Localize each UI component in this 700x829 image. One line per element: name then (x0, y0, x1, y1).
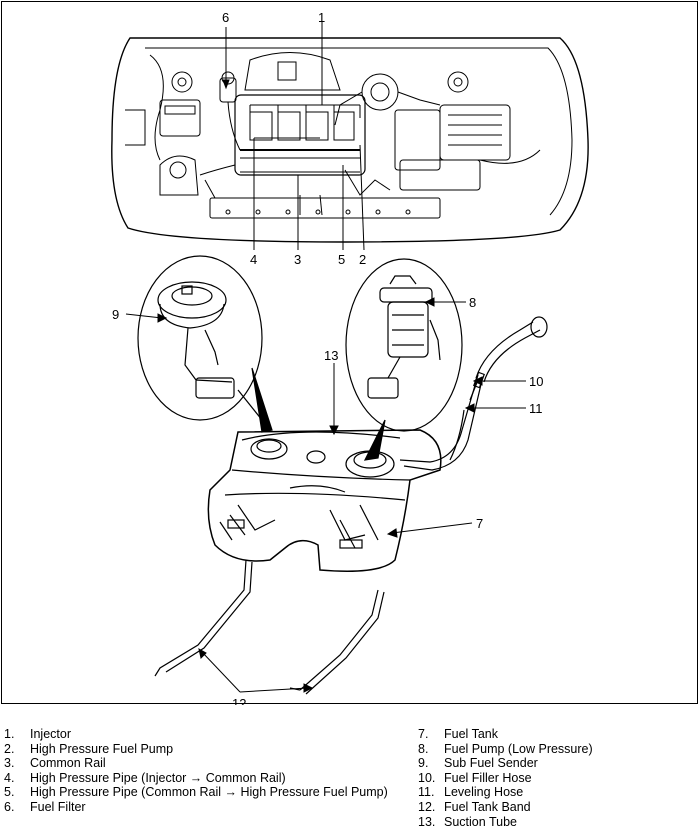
legend-number: 2. (4, 741, 15, 756)
legend-item: 3. Common Rail (4, 756, 404, 771)
legend-label: Injector (30, 727, 71, 741)
legend-item: 6. Fuel Filter (4, 800, 404, 815)
legend-number: 9. (418, 756, 429, 771)
callout-6: 6 (222, 10, 229, 25)
legend-item: 11. Leveling Hose (418, 785, 698, 800)
filler-hose-illustration (449, 316, 548, 461)
callout-12: 12 (232, 696, 246, 705)
callout-10: 10 (529, 374, 543, 389)
callout-4: 4 (250, 252, 257, 267)
callout-13: 13 (324, 348, 338, 363)
legend-item: 9. Sub Fuel Sender (418, 756, 698, 771)
legend-right: 7. Fuel Tank 8. Fuel Pump (Low Pressure) 9… (418, 727, 698, 829)
legend-label: Suction Tube (444, 814, 517, 829)
legend-left: 1. Injector 2. High Pressure Fuel Pump 3. C… (4, 727, 404, 815)
callout-8: 8 (469, 295, 476, 310)
callout-2: 2 (359, 252, 366, 267)
legend-item: 12. Fuel Tank Band (418, 800, 698, 815)
diagram-frame (1, 1, 698, 704)
callout-1: 1 (318, 10, 325, 25)
legend-item: 7. Fuel Tank (418, 727, 698, 742)
legend-number: 10. (418, 770, 436, 785)
legend-label: Fuel Pump (Low Pressure) (444, 741, 593, 756)
legend-label: Leveling Hose (444, 785, 524, 800)
component-leader-lines (125, 297, 526, 693)
legend-item: 5. High Pressure Pipe (Common Rail → High… (4, 785, 404, 800)
legend-label: Common Rail (30, 756, 106, 771)
sub-fuel-sender-detail (137, 255, 273, 433)
legend-number: 7. (418, 727, 429, 741)
callout-5: 5 (338, 252, 345, 267)
legend-label: Fuel Filler Hose (444, 770, 532, 785)
legend-number: 4. (4, 770, 15, 785)
legend-label: High Pressure Fuel Pump (30, 741, 174, 756)
legend-label: High Pressure Pipe (Injector → Common Ra… (30, 770, 286, 785)
legend-item: 4. High Pressure Pipe (Injector → Common … (4, 771, 404, 786)
callout-9: 9 (112, 307, 119, 322)
legend-number: 12. (418, 799, 436, 814)
legend-number: 3. (4, 756, 15, 771)
legend-item: 8. Fuel Pump (Low Pressure) (418, 742, 698, 757)
legend-item: 10. Fuel Filler Hose (418, 771, 698, 786)
legend-number: 13. (418, 814, 436, 829)
callout-3: 3 (294, 252, 301, 267)
legend-number: 5. (4, 785, 15, 800)
engine-bay-illustration (111, 37, 589, 243)
tank-band-illustration (154, 559, 385, 695)
legend-item: 2. High Pressure Fuel Pump (4, 742, 404, 757)
legend-item: 13. Suction Tube (418, 815, 698, 829)
legend-label: Sub Fuel Sender (444, 756, 538, 771)
legend-number: 1. (4, 727, 15, 741)
legend-label: Fuel Tank Band (444, 799, 531, 814)
legend-label: Fuel Tank (444, 727, 498, 741)
legend-item: 1. Injector (4, 727, 404, 742)
fuel-system-diagram: 6 1 4 3 5 2 9 8 13 10 11 7 12 (111, 10, 589, 705)
fuel-tank-illustration (207, 374, 483, 572)
callout-11: 11 (529, 401, 543, 416)
callout-7: 7 (476, 516, 483, 531)
legend-label: Fuel Filter (30, 799, 86, 814)
legend-number: 6. (4, 799, 15, 814)
legend-number: 11. (418, 785, 435, 800)
legend-number: 8. (418, 741, 429, 756)
engine-leader-lines (222, 22, 365, 251)
legend-label: High Pressure Pipe (Common Rail → High P… (30, 785, 388, 800)
